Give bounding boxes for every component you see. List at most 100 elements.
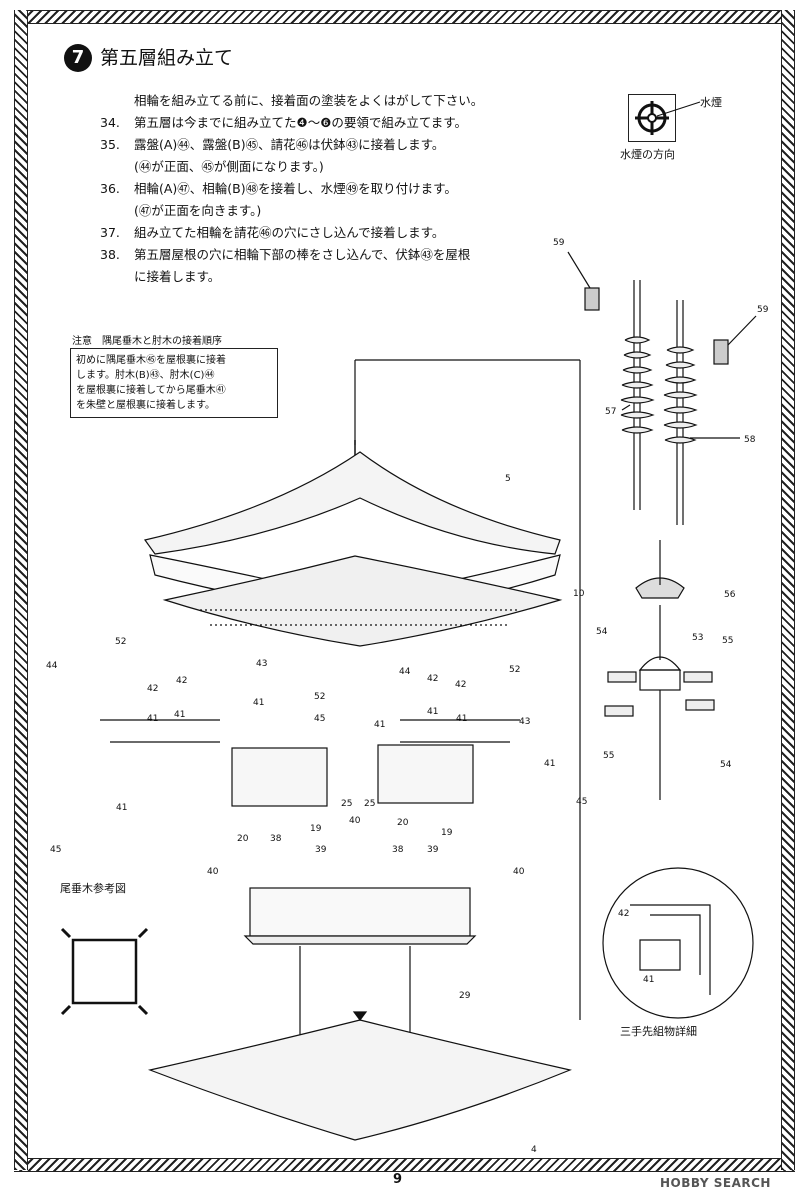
part-label: 45 xyxy=(314,714,325,724)
instruction-number: 35. xyxy=(100,137,120,152)
part-label: 52 xyxy=(314,692,325,702)
watermark-logo: HOBBY SEARCH xyxy=(660,1176,771,1190)
bracket-unit-right xyxy=(377,744,474,804)
note-line: 初めに隅尾垂木㊺を屋根裏に接着 xyxy=(76,355,226,366)
instruction-number: 36. xyxy=(100,181,120,196)
bracket-detail-circle xyxy=(602,867,754,1019)
part-label: 29 xyxy=(459,991,471,1001)
instruction-text: 相輪(A)㊼、相輪(B)㊽を接着し、水煙㊾を取り付けます。 xyxy=(134,181,457,196)
instruction-text: 相輪を組み立てる前に、接着面の塗装をよくはがして下さい。 xyxy=(134,93,484,108)
water-smoke-part xyxy=(584,287,600,311)
instruction-text: 第五層屋根の穴に相輪下部の棒をさし込んで、伏鉢㊸を屋根 xyxy=(134,247,471,262)
decorative-border-top xyxy=(14,10,795,24)
decorative-border-bottom xyxy=(14,1158,795,1172)
instruction-text: (㊹が正面、㊺が側面になります。) xyxy=(134,159,324,174)
part-label: 42 xyxy=(618,909,629,919)
instruction-number: 38. xyxy=(100,247,120,262)
instruction-number: 34. xyxy=(100,115,120,130)
part-label: 20 xyxy=(237,834,249,844)
part-label: 41 xyxy=(147,714,158,724)
part-label: 43 xyxy=(256,659,267,669)
note-line: を屋根裏に接着してから尾垂木㊶ xyxy=(76,385,226,396)
part-label: 45 xyxy=(576,797,587,807)
part-label: 40 xyxy=(207,867,219,877)
water-smoke-part xyxy=(713,339,729,365)
part-label: 42 xyxy=(455,680,466,690)
decorative-border-right xyxy=(781,10,795,1170)
part-label: 4 xyxy=(531,1145,537,1155)
roof-10-part xyxy=(162,555,563,647)
instruction-row: 37. 組み立てた相輪を請花㊻の穴にさし込んで接着します。 xyxy=(100,222,550,244)
part-label: 42 xyxy=(147,684,158,694)
part-label: 52 xyxy=(509,665,520,675)
wall-columns-part xyxy=(249,887,471,937)
note-line: を朱壁と屋根裏に接着します。 xyxy=(76,400,215,411)
tail-rafter-ref-diagram xyxy=(71,938,138,1005)
part-label: 56 xyxy=(724,590,736,600)
instruction-row: 35. 露盤(A)㊹、露盤(B)㊺、請花㊻は伏鉢㊸に接着します。 xyxy=(100,134,550,156)
bracket-unit-left xyxy=(231,747,328,807)
water-smoke-caption: 水煙の方向 xyxy=(620,148,675,161)
part-label: 44 xyxy=(46,661,58,671)
part-label: 41 xyxy=(174,710,185,720)
part-label: 59 xyxy=(757,305,769,315)
instruction-row: 34. 第五層は今までに組み立てた❹～❻の要領で組み立てます。 xyxy=(100,112,550,134)
part-label: 40 xyxy=(513,867,525,877)
flower-cap-part xyxy=(635,577,685,599)
part-label: 54 xyxy=(720,760,732,770)
part-label: 53 xyxy=(692,633,703,643)
instruction-list: 相輪を組み立てる前に、接着面の塗装をよくはがして下さい。 34. 第五層は今までに… xyxy=(100,90,550,288)
page-number: 9 xyxy=(393,1172,403,1187)
water-smoke-leader-line xyxy=(656,101,701,117)
part-label: 42 xyxy=(427,674,438,684)
part-label: 39 xyxy=(427,845,439,855)
bracket-detail-caption: 三手先組物詳細 xyxy=(620,1025,697,1038)
part-label: 55 xyxy=(722,636,733,646)
water-smoke-orientation-box xyxy=(628,94,676,142)
step-title: 第五層組み立て xyxy=(100,47,234,69)
instruction-row: (㊼が正面を向きます。) xyxy=(100,200,550,222)
bowl-base-part xyxy=(639,669,681,691)
part-label: 41 xyxy=(253,698,264,708)
step-number-badge: 7 xyxy=(64,44,92,72)
instruction-text: に接着します。 xyxy=(134,269,221,284)
roof-4-part xyxy=(147,1019,572,1141)
part-label: 25 xyxy=(364,799,375,809)
water-smoke-label: 水煙 xyxy=(700,96,722,109)
instruction-row: に接着します。 xyxy=(100,266,550,288)
note-heading: 注意 隅尾垂木と肘木の接着順序 xyxy=(72,336,222,347)
part-label: 52 xyxy=(115,637,126,647)
part-label: 43 xyxy=(519,717,530,727)
part-label: 10 xyxy=(573,589,585,599)
part-label: 19 xyxy=(441,828,453,838)
part-label: 45 xyxy=(50,845,61,855)
part-label: 39 xyxy=(315,845,327,855)
roof-5-part xyxy=(143,451,561,555)
part-label: 20 xyxy=(397,818,409,828)
part-label: 41 xyxy=(374,720,385,730)
part-label: 19 xyxy=(310,824,322,834)
decorative-border-left xyxy=(14,10,28,1170)
note-box: 初めに隅尾垂木㊺を屋根裏に接着 します。肘木(B)㊸、肘木(C)㊹ を屋根裏に接… xyxy=(70,348,278,418)
part-label: 41 xyxy=(116,803,127,813)
part-label: 58 xyxy=(744,435,756,445)
instruction-number: 37. xyxy=(100,225,120,240)
instruction-text: (㊼が正面を向きます。) xyxy=(134,203,262,218)
part-label: 5 xyxy=(505,474,511,484)
part-label: 41 xyxy=(643,975,654,985)
instruction-text: 露盤(A)㊹、露盤(B)㊺、請花㊻は伏鉢㊸に接着します。 xyxy=(134,137,445,152)
part-label: 57 xyxy=(605,407,616,417)
part-label: 59 xyxy=(553,238,565,248)
part-label: 41 xyxy=(456,714,467,724)
part-label: 44 xyxy=(399,667,411,677)
finial-b-part xyxy=(663,300,698,525)
instruction-row: 相輪を組み立てる前に、接着面の塗装をよくはがして下さい。 xyxy=(100,90,550,112)
instruction-text: 第五層は今までに組み立てた❹～❻の要領で組み立てます。 xyxy=(134,115,468,130)
part-label: 38 xyxy=(270,834,282,844)
part-label: 40 xyxy=(349,816,361,826)
part-label: 38 xyxy=(392,845,404,855)
instruction-row: (㊹が正面、㊺が側面になります。) xyxy=(100,156,550,178)
instruction-text: 組み立てた相輪を請花㊻の穴にさし込んで接着します。 xyxy=(134,225,445,240)
